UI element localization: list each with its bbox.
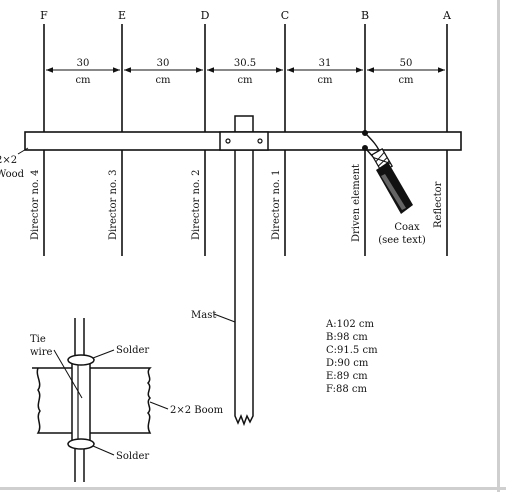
spacing-value-ba: 50 — [400, 58, 413, 69]
boom-label: 2×2 Wood — [0, 155, 25, 180]
spacing-value-dc: 30.5 — [234, 58, 256, 69]
element-letter-c: C — [281, 9, 289, 22]
length-a: A:102 cm — [325, 319, 374, 330]
element-lengths-list: A:102 cm B:98 cm C:91.5 cm D:90 cm E:89 … — [325, 319, 378, 395]
solder-top-label: Solder — [116, 345, 149, 356]
length-c: C:91.5 cm — [326, 345, 378, 356]
length-f: F:88 cm — [326, 384, 367, 395]
spacing-unit-ed: cm — [155, 75, 171, 86]
coax-label: Coax (see text) — [378, 222, 426, 246]
mast-mount-plate — [219, 131, 269, 151]
element-letter-b: B — [361, 9, 369, 22]
element-letters: F E D C B A — [40, 9, 452, 22]
solder-bottom-label: Solder — [116, 451, 149, 462]
element-letter-f: F — [40, 9, 48, 22]
length-d: D:90 cm — [326, 358, 369, 369]
coax-label-line2: (see text) — [378, 235, 426, 246]
boom-label-line1: 2×2 — [0, 155, 17, 166]
spacing-value-fe: 30 — [77, 58, 90, 69]
spacing-value-cb: 31 — [319, 58, 332, 69]
spacing-unit-cb: cm — [317, 75, 333, 86]
spacing-labels: 30 cm 30 cm 30.5 cm 31 cm 50 cm — [75, 58, 414, 86]
spacing-unit-dc: cm — [237, 75, 253, 86]
element-label-b: Driven element — [351, 164, 362, 242]
solder-bead-top — [67, 354, 95, 366]
element-label-d: Director no. 2 — [191, 169, 202, 240]
element-letter-d: D — [201, 9, 210, 22]
tie-wire-label-line2: wire — [30, 347, 53, 358]
element-letter-e: E — [118, 9, 126, 22]
detail-leader-lines — [53, 349, 169, 456]
coax-label-line1: Coax — [394, 222, 420, 233]
frame-edge-right — [497, 0, 500, 492]
tie-wire-label-line1: Tie — [30, 334, 46, 345]
detail-inset — [32, 318, 152, 482]
length-b: B:98 cm — [326, 332, 368, 343]
mast — [234, 115, 254, 427]
element-label-f: Director no. 4 — [30, 169, 41, 240]
detail-boom-section — [32, 367, 152, 434]
detail-boom-label: 2×2 Boom — [170, 405, 224, 416]
element-label-c: Director no. 1 — [271, 169, 282, 240]
coax-cable — [370, 148, 413, 214]
detail-labels: Tie wire Solder Solder 2×2 Boom — [30, 334, 224, 462]
spacing-unit-ba: cm — [398, 75, 414, 86]
boom-label-line2: Wood — [0, 169, 25, 180]
spacing-value-ed: 30 — [157, 58, 170, 69]
element-label-e: Director no. 3 — [108, 169, 119, 240]
length-e: E:89 cm — [326, 371, 368, 382]
element-letter-a: A — [442, 9, 452, 22]
element-labels: Director no. 4 Director no. 3 Director n… — [30, 164, 444, 242]
element-label-a: Reflector — [433, 181, 444, 228]
solder-bead-bottom — [67, 438, 95, 450]
frame-edge-bottom — [0, 487, 506, 490]
spacing-unit-fe: cm — [75, 75, 91, 86]
mast-label: Mast — [191, 310, 216, 321]
